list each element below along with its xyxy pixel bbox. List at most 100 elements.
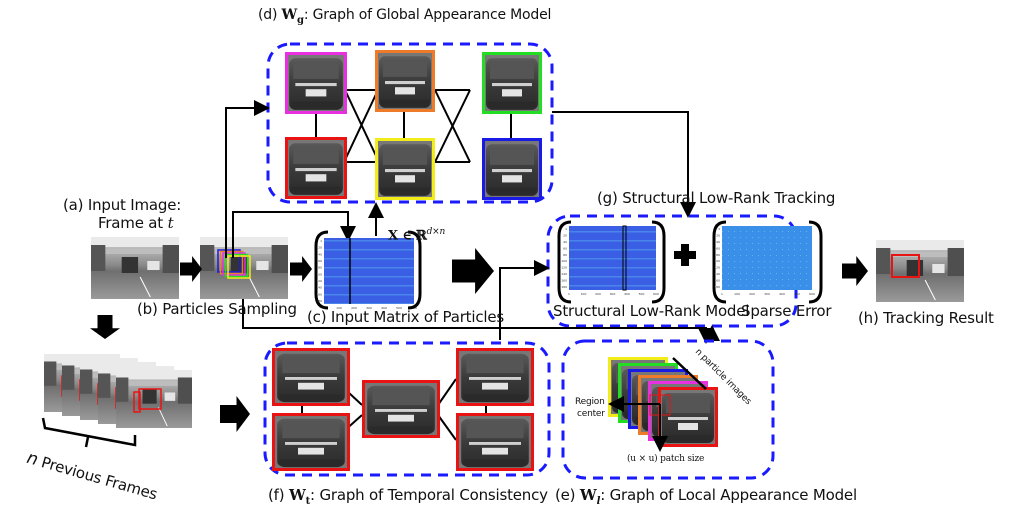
low-rank-left-bracket <box>557 220 572 304</box>
matrix-tick-x: 1 <box>721 292 723 296</box>
matrix-tick-y: 180 <box>714 285 720 289</box>
car-image <box>456 413 534 471</box>
global-node-red-border <box>285 137 347 199</box>
temporal-node-1-border <box>272 413 350 471</box>
local-particle-red <box>658 387 718 447</box>
structural-low-rank-box <box>546 214 798 328</box>
matrix-tick-y: 100 <box>714 259 720 263</box>
label-h-tracking-result: (h) Tracking Result <box>858 309 994 327</box>
global-node-magenta <box>285 52 347 114</box>
matrix-tick-x: 300 <box>366 306 372 310</box>
matrix-tick-y: 20 <box>716 233 720 237</box>
label-a-line1: (a) Input Image: <box>63 196 182 214</box>
matrix-eq-sup: d×n <box>426 227 446 237</box>
graph-edge <box>344 89 379 161</box>
low-rank-heatmap <box>569 226 656 290</box>
matrix-tick-y: 1 <box>565 227 567 231</box>
arrow-temporal-to-g <box>499 260 550 340</box>
temporal-node-0-border <box>272 348 350 406</box>
matrix-tick-y: 60 <box>563 246 567 250</box>
particle-box-orange <box>219 250 244 275</box>
matrix-tick-y: 80 <box>716 253 720 257</box>
sparse-error-heatmap <box>722 226 812 290</box>
matrix-tick-y: 140 <box>714 272 720 276</box>
global-graph-box <box>266 42 554 204</box>
matrix-tick-y: 140 <box>561 272 567 276</box>
w-symbol: W <box>288 486 306 504</box>
matrix-tick-y: 1 <box>718 227 720 231</box>
matrix-tick-y: 160 <box>714 279 720 283</box>
matrix-tick-x: 600 <box>653 292 659 296</box>
label-a-var: t <box>167 214 174 232</box>
matrix-tick-x: 100 <box>734 292 740 296</box>
matrix-left-bracket <box>314 230 329 310</box>
matrix-tick-y: 100 <box>561 259 567 263</box>
car-image <box>272 413 350 471</box>
label-e-prefix: (e) <box>555 486 576 504</box>
label-low-rank-model: Structural Low-Rank Model <box>553 302 750 320</box>
label-b-particles-sampling: (b) Particles Sampling <box>137 300 297 318</box>
previous-frame-box-current <box>138 388 162 410</box>
matrix-tick-y: 20 <box>318 246 322 250</box>
input-matrix-heatmap <box>324 238 414 304</box>
label-e-local-graph: (e) Wl: Graph of Local Appearance Model <box>555 486 857 507</box>
global-node-yellow-border <box>375 138 435 200</box>
arrow-b-to-global-graph <box>225 100 270 258</box>
matrix-tick-y: 40 <box>318 252 322 256</box>
temporal-node-4-border <box>456 413 534 471</box>
w-subscript: l <box>596 496 601 507</box>
matrix-tick-x: 200 <box>595 292 601 296</box>
matrix-tick-y: 140 <box>316 286 322 290</box>
matrix-tick-x: 200 <box>351 306 357 310</box>
car-image <box>375 50 435 112</box>
matrix-tick-y: 80 <box>563 253 567 257</box>
w-subscript: t <box>305 496 311 507</box>
label-patch-size: (u × u) patch size <box>627 454 705 464</box>
car-image <box>285 137 347 199</box>
label-a-text: Frame at <box>98 214 163 232</box>
arrow-b-to-c <box>290 256 312 282</box>
global-node-yellow <box>375 138 435 200</box>
temporal-node-4 <box>456 413 534 471</box>
n-particle-images-bar <box>672 357 707 390</box>
matrix-tick-y: 100 <box>316 272 322 276</box>
matrix-tick-x: 400 <box>381 306 387 310</box>
matrix-tick-x: 200 <box>749 292 755 296</box>
car-image <box>482 138 542 200</box>
matrix-tick-x: 500 <box>794 292 800 296</box>
matrix-tick-x: 1 <box>568 292 570 296</box>
matrix-tick-x: 500 <box>639 292 645 296</box>
matrix-tick-y: 180 <box>561 285 567 289</box>
matrix-right-bracket <box>407 230 422 310</box>
car-image <box>375 138 435 200</box>
sparse-left-bracket <box>712 220 727 304</box>
matrix-tick-y: 120 <box>561 266 567 270</box>
label-g-structural-tracking: (g) Structural Low-Rank Tracking <box>597 189 836 207</box>
label-a-line2: Frame at t <box>98 214 174 232</box>
arrow-a-to-previous <box>90 315 120 339</box>
low-rank-right-bracket <box>651 220 666 304</box>
label-sparse-error: Sparse Error <box>741 302 832 320</box>
global-node-blue <box>482 138 542 200</box>
temporal-graph-box <box>263 341 551 477</box>
matrix-tick-y: 60 <box>318 259 322 263</box>
label-f-temporal-graph: (f) Wt: Graph of Temporal Consistency <box>268 486 548 507</box>
arrow-g-to-h <box>842 256 868 286</box>
global-node-orange <box>375 50 435 112</box>
matrix-tick-y: 160 <box>316 292 322 296</box>
particles-sampling-image <box>199 236 289 300</box>
arrow-b-to-matrix <box>232 211 356 258</box>
car-image <box>362 380 440 438</box>
w-symbol: W <box>281 7 298 23</box>
matrix-tick-y: 160 <box>561 279 567 283</box>
label-d-prefix: (d) <box>258 7 278 23</box>
arrow-previous-to-temporal <box>220 396 250 432</box>
matrix-tick-x: 300 <box>610 292 616 296</box>
previous-frame-box <box>133 391 141 413</box>
matrix-tick-y: 120 <box>316 279 322 283</box>
label-e-text: : Graph of Local Appearance Model <box>600 486 857 504</box>
matrix-tick-y: 60 <box>716 246 720 250</box>
road-scene-image <box>90 236 180 300</box>
matrix-tick-x: 300 <box>764 292 770 296</box>
